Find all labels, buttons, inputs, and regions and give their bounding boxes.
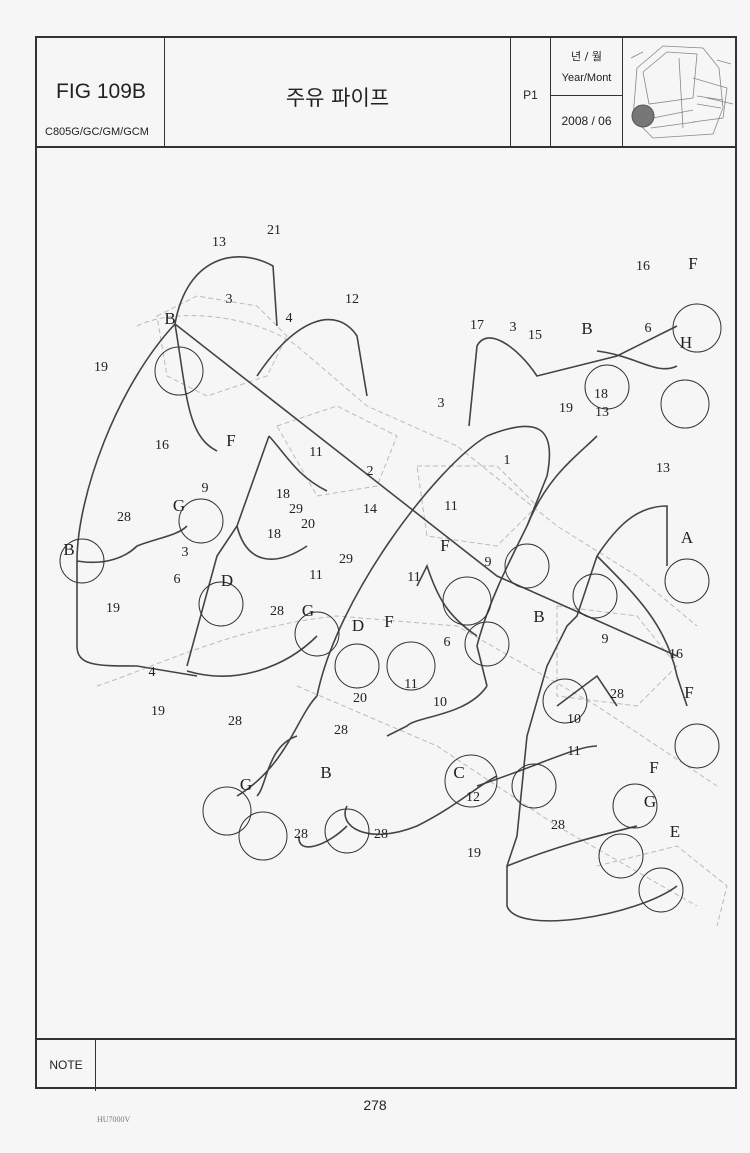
callout-label: F [226,431,236,450]
callout-label: G [239,775,253,794]
callout-label: 3 [509,320,517,335]
callout-label: 21 [267,223,281,238]
callout-label: 16 [636,259,650,274]
callout-label: 18 [594,387,608,402]
callout-label: 29 [289,502,303,517]
callout-label: 19 [467,846,481,861]
callout-label: 11 [444,499,458,514]
pipe-drawing [59,256,728,927]
callout-label: G [172,496,186,515]
callout-label: 28 [117,510,131,525]
revision-date: 2008 / 06 [561,114,612,128]
callout-label: 28 [374,827,388,842]
callout-label: 2 [366,464,374,479]
callout-label: 28 [551,818,565,833]
callout-label: B [63,540,75,559]
callout-label: 3 [225,292,233,307]
callout-label: F [649,758,659,777]
year-month-label-ko: 년 / 월 [571,50,602,63]
callout-label: B [164,309,176,328]
detail-circles [59,303,722,913]
callout-label: 11 [309,568,323,583]
callout-label: 16 [669,647,683,662]
callout-label: 9 [484,555,492,570]
combine-harvester-icon [630,45,734,139]
callout-label: 13 [212,235,226,250]
callout-label: 18 [267,527,281,542]
callout-label: 20 [301,517,315,532]
callout-label: 16 [155,438,169,453]
catalog-page-frame: FIG 109B C805G/GC/GM/GCM 주유 파이프 P1 년 / 월… [35,36,737,1124]
callout-label: G [643,792,657,811]
callout-label: H [679,333,693,352]
callout-label: 3 [181,545,189,560]
callout-label: 10 [433,695,447,710]
figure-number: FIG 109B [56,80,146,103]
callout-label: 4 [148,665,156,680]
callout-label: 14 [363,502,377,517]
callout-label: G [301,601,315,620]
callout-label: B [581,319,593,338]
note-row: NOTE [37,1038,735,1091]
machine-thumbnail [623,38,735,146]
callout-label: F [684,683,694,702]
callout-label: 11 [309,445,323,460]
callout-label: 19 [559,401,573,416]
callout-label: 13 [656,461,670,476]
header-table: FIG 109B C805G/GC/GM/GCM 주유 파이프 P1 년 / 월… [37,38,735,148]
callout-label: F [440,536,450,555]
callout-label: 9 [601,632,609,647]
callout-label: 10 [567,712,581,727]
callout-label: 17 [470,318,484,333]
callout-label: C [453,763,465,782]
callout-label: 12 [345,292,359,307]
page-ref: P1 [523,88,538,102]
callout-label: 28 [270,604,284,619]
callout-label: 20 [353,691,367,706]
callout-label: 28 [294,827,308,842]
callout-label: 28 [610,687,624,702]
callout-label: 9 [201,481,209,496]
callout-label: 11 [567,744,581,759]
callout-label: 12 [466,790,480,805]
page-ref-cell: P1 [511,38,551,146]
callout-label: E [669,822,681,841]
pipes [76,256,688,922]
page-number: 278 [363,1097,387,1113]
callout-label: F [688,254,698,273]
callout-label: 6 [443,635,451,650]
callout-label: 6 [644,321,652,336]
callout-label: 3 [437,396,445,411]
callout-label: D [220,571,234,590]
callout-label: F [384,612,394,631]
callout-label: 15 [528,328,542,343]
callout-label: B [533,607,545,626]
engine-outline [96,295,728,927]
callout-label: 19 [106,601,120,616]
callout-label: 13 [595,405,609,420]
title-cell: 주유 파이프 [165,38,511,146]
callout-label: 6 [173,572,181,587]
figure-cell: FIG 109B C805G/GC/GM/GCM [37,38,165,146]
model-list: C805G/GC/GM/GCM [45,126,149,138]
callout-label: 4 [285,311,293,326]
callout-label: 11 [407,570,421,585]
callout-label: 11 [404,677,418,692]
callout-label: 28 [334,723,348,738]
callout-label: 19 [151,704,165,719]
callout-label: B [320,763,332,782]
callout-label: 28 [228,714,242,729]
callout-label: 1 [503,453,511,468]
callout-label: 29 [339,552,353,567]
note-label: NOTE [37,1040,96,1091]
callout-label: A [680,528,694,547]
callout-label: D [351,616,365,635]
date-cell: 년 / 월 Year/Mont 2008 / 06 [551,38,623,146]
page-title: 주유 파이프 [285,86,390,110]
drawing-code: HU7000V [97,1115,131,1124]
callout-label: 19 [94,360,108,375]
callout-label: 18 [276,487,290,502]
year-month-label-en: Year/Mont [561,72,612,84]
